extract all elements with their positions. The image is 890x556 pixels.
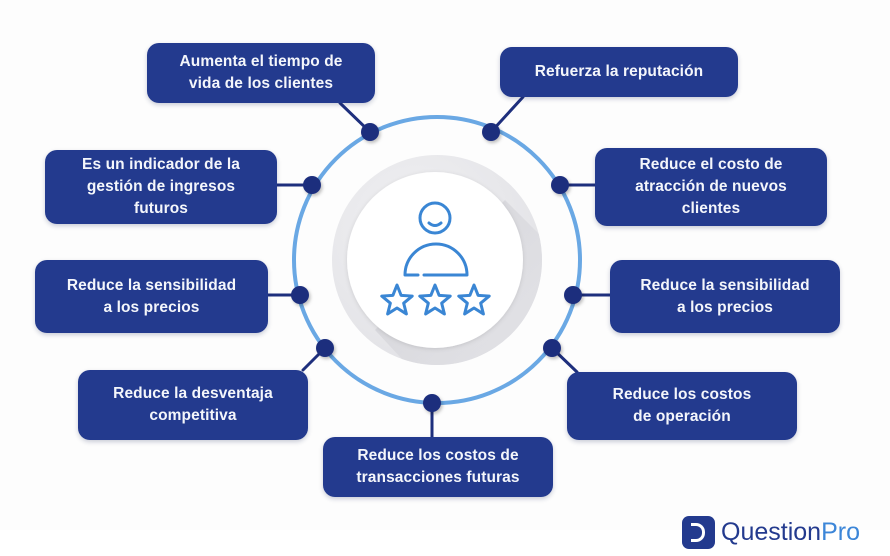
benefit-card-future-revenue-indicator: Es un indicador de la gestión de ingreso…: [45, 150, 277, 224]
ring-node: [551, 176, 569, 194]
hub-diagram: [266, 95, 612, 439]
brand-name-accent: Pro: [821, 518, 860, 546]
ring-node: [316, 339, 334, 357]
benefit-card-transaction-costs: Reduce los costos de transacciones futur…: [323, 437, 553, 497]
brand-name-primary: Question: [721, 518, 822, 546]
benefit-label: Reduce el costo de atracción de nuevos c…: [635, 156, 787, 217]
benefit-card-acquisition-cost: Reduce el costo de atracción de nuevos c…: [595, 148, 827, 226]
ring-node: [482, 123, 500, 141]
benefit-label: Refuerza la reputación: [534, 63, 704, 80]
benefit-label: Reduce la desventaja competitiva: [113, 385, 273, 424]
benefit-label: Reduce la sensibilidad a los precios: [640, 276, 810, 316]
ring-node: [291, 286, 309, 304]
benefit-label: Aumenta el tiempo de vida de los cliente…: [179, 53, 343, 92]
benefit-card-operating-costs: Reduce los costos de operación: [567, 372, 797, 440]
benefit-label: Reduce los costos de transacciones futur…: [356, 447, 520, 486]
benefit-card-reputation: Refuerza la reputación: [500, 47, 738, 97]
infographic-canvas: Aumenta el tiempo de vida de los cliente…: [35, 43, 860, 549]
benefit-label: Es un indicador de la gestión de ingreso…: [82, 156, 240, 217]
satisfied-customer-rating-icon: [380, 201, 491, 316]
person-head-icon: [418, 201, 452, 235]
benefit-card-competitive-disadvantage: Reduce la desventaja competitiva: [78, 370, 308, 440]
smile-icon: [427, 221, 443, 227]
ring-node: [303, 176, 321, 194]
star-icon: [380, 283, 414, 316]
brand-wordmark: QuestionPro: [721, 517, 860, 547]
center-badge: [332, 155, 542, 365]
benefit-card-price-sensitivity-right: Reduce la sensibilidad a los precios: [610, 260, 840, 333]
benefit-card-customer-lifetime: Aumenta el tiempo de vida de los cliente…: [147, 43, 375, 103]
star-icon: [418, 283, 452, 316]
ring-node: [423, 394, 441, 412]
star-icon: [457, 283, 491, 316]
ring-nodes: [291, 123, 582, 412]
ring-node: [543, 339, 561, 357]
person-body-icon: [403, 242, 469, 277]
benefit-label: Reduce los costos de operación: [612, 386, 752, 425]
brand-logo: QuestionPro: [682, 516, 860, 556]
benefit-card-price-sensitivity-left: Reduce la sensibilidad a los precios: [35, 260, 268, 333]
ring-node: [564, 286, 582, 304]
questionpro-logo-icon: [682, 516, 715, 549]
ring-node: [361, 123, 379, 141]
benefit-label: Reduce la sensibilidad a los precios: [66, 276, 237, 316]
